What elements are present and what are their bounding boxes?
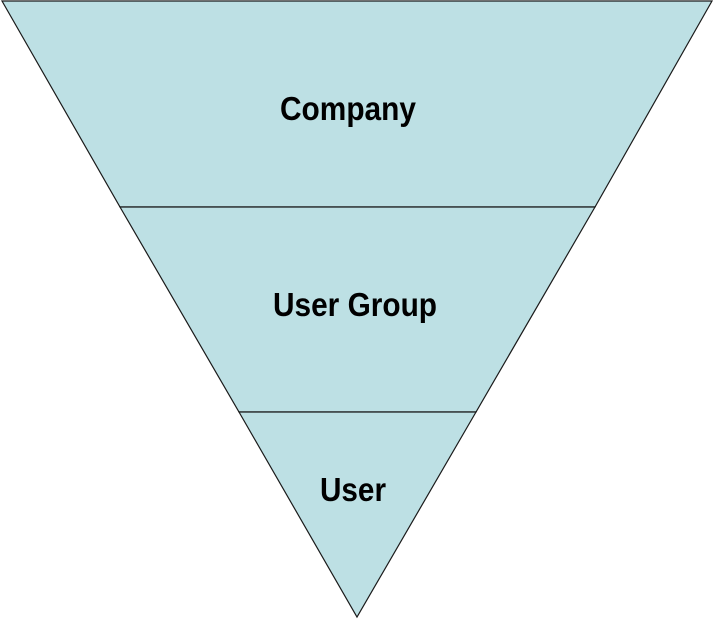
level-user-group: User Group — [118, 206, 597, 413]
level-user-group-label: User Group — [273, 286, 437, 323]
level-user-label: User — [320, 471, 386, 508]
level-company: Company — [0, 0, 714, 208]
level-company-label: Company — [280, 90, 417, 127]
level-user-band — [237, 411, 478, 619]
level-user: User — [237, 411, 478, 619]
